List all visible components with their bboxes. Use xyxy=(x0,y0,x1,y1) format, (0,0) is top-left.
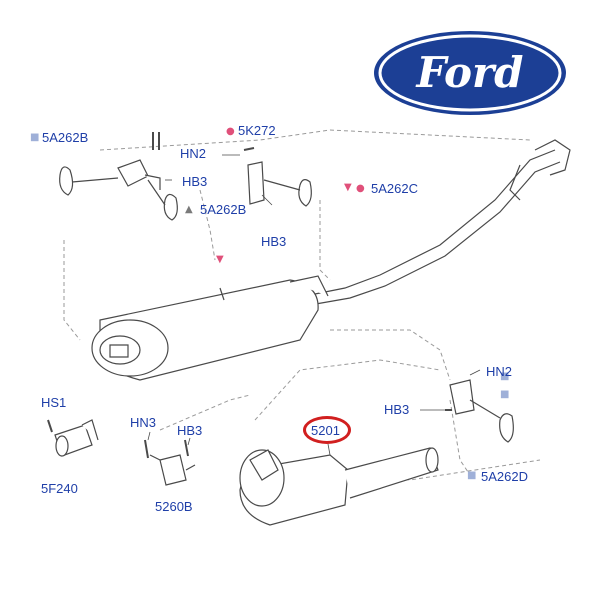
label-5a262c: 5A262C xyxy=(371,181,418,196)
label-hn2: HN2 xyxy=(180,146,207,161)
label-5260b: 5260B xyxy=(155,499,193,514)
label-5f240: 5F240 xyxy=(41,481,78,496)
hanger-top-middle xyxy=(243,147,312,207)
marker-circle: ● xyxy=(226,126,235,137)
hanger-right xyxy=(445,379,514,443)
marker-square: ■ xyxy=(500,371,510,382)
marker-triangle-down: ▼ xyxy=(216,254,224,265)
label-hb3: HB3 xyxy=(261,234,287,249)
label-5201: 5201 xyxy=(311,423,340,438)
marker-circle: ● xyxy=(356,183,365,194)
exhaust-pipe xyxy=(304,139,571,306)
marker-square: ■ xyxy=(500,389,510,400)
leader-lines xyxy=(147,154,481,456)
resonator-5201 xyxy=(239,447,439,526)
marker-square: ■ xyxy=(467,470,477,481)
marker-triangle-up: ▲ xyxy=(185,204,193,215)
label-hs1: HS1 xyxy=(41,395,67,410)
logo-text: Ford xyxy=(415,48,523,97)
part-5f240 xyxy=(47,419,99,457)
marker-triangle-down: ▼ xyxy=(344,182,352,193)
part-5260b xyxy=(144,439,196,486)
hanger-top-left xyxy=(59,132,178,221)
label-5a262b: 5A262B xyxy=(200,202,247,217)
label-5a262d: 5A262D xyxy=(481,469,528,484)
marker-square: ■ xyxy=(30,132,40,143)
label-hn3: HN3 xyxy=(130,415,157,430)
highlight-circle-5201 xyxy=(303,416,351,444)
label-5a262b: 5A262B xyxy=(42,130,89,145)
label-hb3: HB3 xyxy=(384,402,410,417)
label-hb3: HB3 xyxy=(177,423,203,438)
ford-logo: Ford xyxy=(374,31,566,115)
label-hn2: HN2 xyxy=(486,364,513,379)
dashed-guides xyxy=(63,129,541,481)
main-muffler xyxy=(91,275,329,381)
label-hb3: HB3 xyxy=(182,174,208,189)
label-5k272: 5K272 xyxy=(238,123,276,138)
